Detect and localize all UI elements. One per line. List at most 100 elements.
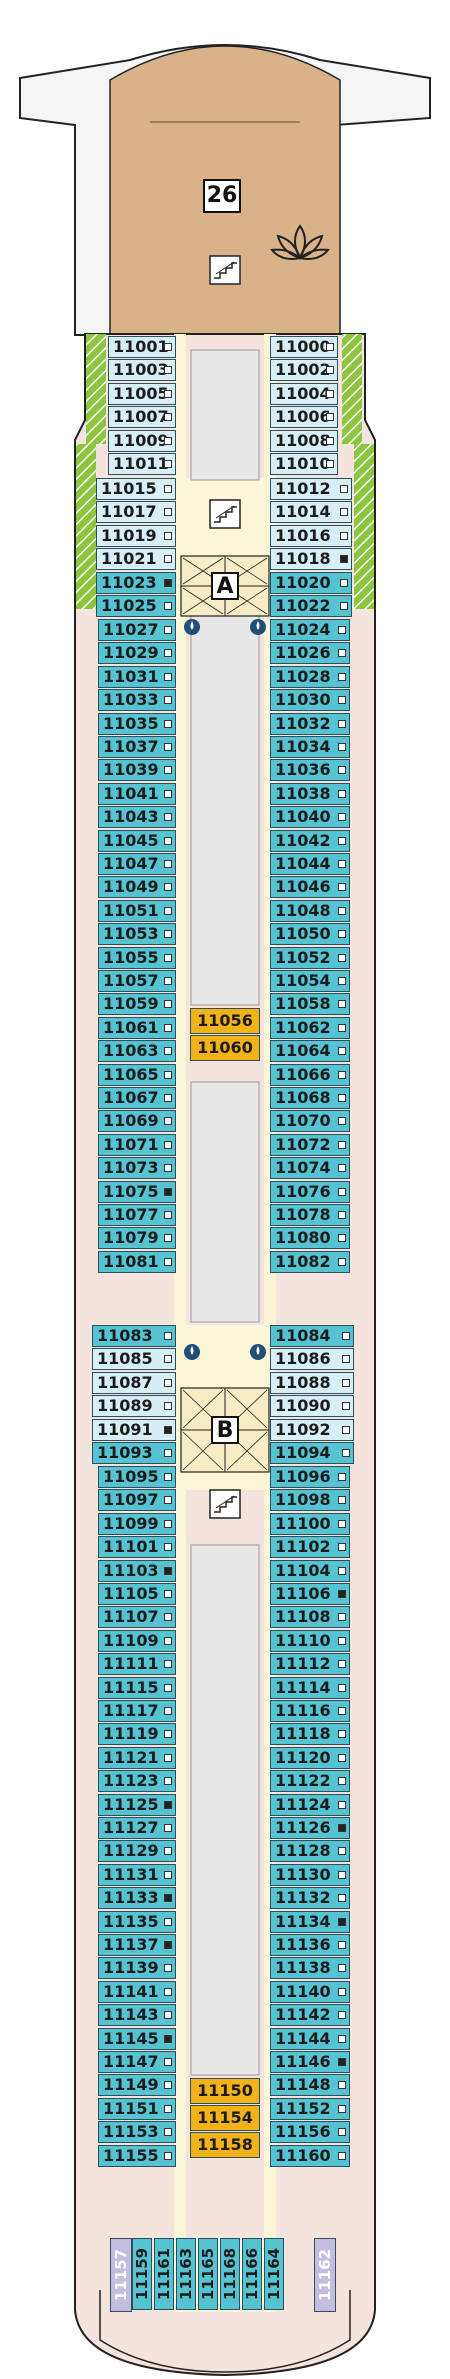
cabin-left-left-ocean[interactable]: 11001 [108, 336, 176, 358]
cabin-right-right-run1[interactable]: 11072 [270, 1133, 350, 1156]
cabin-right-right-mid-b[interactable]: 11094 [270, 1442, 354, 1464]
cabin-right-right-run2[interactable]: 11098 [270, 1489, 350, 1512]
cabin-left-left-run2[interactable]: 11139 [98, 1957, 176, 1980]
cabin-right-right-run1[interactable]: 11054 [270, 970, 350, 992]
cabin-left-left-run1[interactable]: 11077 [98, 1204, 176, 1226]
cabin-right-right-run1[interactable]: 11028 [270, 665, 350, 688]
cabin-left-left-run2[interactable]: 11131 [98, 1863, 176, 1886]
suite-cabin[interactable]: 11158 [190, 2132, 260, 2158]
cabin-right-right-ocean[interactable]: 11010 [270, 453, 338, 475]
cabin-left-left-run2[interactable]: 11119 [98, 1723, 176, 1746]
cabin-left-left-run2[interactable]: 11149 [98, 2074, 176, 2097]
cabin-right-right-run1[interactable]: 11034 [270, 736, 350, 758]
cabin-left-left-run2[interactable]: 11123 [98, 1770, 176, 1793]
cabin-right-right-run1[interactable]: 11042 [270, 829, 350, 852]
cabin-right-right-mid-a[interactable]: 11016 [270, 524, 352, 547]
stern-cabin[interactable]: 11164 [264, 2238, 284, 2310]
stern-cabin[interactable]: 11162 [314, 2238, 336, 2312]
cabin-right-right-run2[interactable]: 11140 [270, 1980, 350, 2003]
cabin-left-left-run2[interactable]: 11105 [98, 1583, 176, 1605]
cabin-left-left-run2[interactable]: 11107 [98, 1606, 176, 1629]
cabin-left-left-mid-a[interactable]: 11017 [96, 501, 176, 524]
cabin-left-left-run1[interactable]: 11055 [98, 946, 176, 969]
suite-cabin[interactable]: 11150 [190, 2078, 260, 2104]
cabin-left-left-mid-b[interactable]: 11091 [92, 1418, 176, 1441]
cabin-left-left-run2[interactable]: 11115 [98, 1676, 176, 1699]
cabin-left-left-run2[interactable]: 11127 [98, 1817, 176, 1839]
cabin-left-left-run2[interactable]: 11125 [98, 1793, 176, 1816]
cabin-right-right-run2[interactable]: 11132 [270, 1887, 350, 1910]
cabin-left-left-run1[interactable]: 11079 [98, 1227, 176, 1250]
cabin-left-left-run1[interactable]: 11073 [98, 1157, 176, 1180]
cabin-right-right-run1[interactable]: 11066 [270, 1063, 350, 1086]
cabin-left-left-run2[interactable]: 11099 [98, 1512, 176, 1535]
cabin-left-left-run2[interactable]: 11145 [98, 2027, 176, 2050]
cabin-right-right-run2[interactable]: 11128 [270, 1840, 350, 1863]
cabin-left-left-ocean[interactable]: 11011 [108, 453, 176, 475]
stern-cabin[interactable]: 11168 [220, 2238, 240, 2310]
suite-cabin[interactable]: 11060 [190, 1035, 260, 1061]
cabin-right-right-run2[interactable]: 11126 [270, 1817, 350, 1839]
cabin-left-left-run1[interactable]: 11075 [98, 1180, 176, 1203]
cabin-right-right-mid-a[interactable]: 11012 [270, 478, 352, 500]
cabin-left-left-mid-a[interactable]: 11015 [96, 478, 176, 500]
cabin-right-right-run1[interactable]: 11076 [270, 1180, 350, 1203]
stern-cabin[interactable]: 11165 [198, 2238, 218, 2310]
cabin-right-right-run2[interactable]: 11108 [270, 1606, 350, 1629]
cabin-left-left-run2[interactable]: 11155 [98, 2144, 176, 2167]
cabin-right-right-run1[interactable]: 11078 [270, 1204, 350, 1226]
cabin-left-left-run2[interactable]: 11095 [98, 1466, 176, 1488]
cabin-left-left-run1[interactable]: 11067 [98, 1087, 176, 1109]
cabin-left-left-run2[interactable]: 11147 [98, 2051, 176, 2073]
cabin-right-right-ocean[interactable]: 11002 [270, 359, 338, 382]
cabin-right-right-run1[interactable]: 11032 [270, 712, 350, 735]
cabin-left-left-mid-a[interactable]: 11025 [96, 595, 176, 617]
cabin-right-right-run1[interactable]: 11062 [270, 1016, 350, 1039]
cabin-left-left-run1[interactable]: 11041 [98, 782, 176, 805]
cabin-left-left-run1[interactable]: 11029 [98, 642, 176, 665]
cabin-left-left-run2[interactable]: 11143 [98, 2004, 176, 2027]
cabin-right-right-run2[interactable]: 11116 [270, 1700, 350, 1722]
cabin-right-right-run1[interactable]: 11044 [270, 853, 350, 875]
cabin-right-right-mid-b[interactable]: 11092 [270, 1418, 354, 1441]
cabin-right-right-run1[interactable]: 11046 [270, 876, 350, 899]
cabin-left-left-run1[interactable]: 11039 [98, 759, 176, 782]
cabin-left-left-mid-b[interactable]: 11085 [92, 1348, 176, 1371]
cabin-left-left-run2[interactable]: 11097 [98, 1489, 176, 1512]
cabin-left-left-run1[interactable]: 11063 [98, 1040, 176, 1063]
cabin-right-right-mid-b[interactable]: 11090 [270, 1395, 354, 1418]
cabin-right-right-run1[interactable]: 11040 [270, 806, 350, 829]
cabin-left-left-run2[interactable]: 11129 [98, 1840, 176, 1863]
cabin-left-left-run1[interactable]: 11027 [98, 619, 176, 641]
cabin-left-left-ocean[interactable]: 11003 [108, 359, 176, 382]
cabin-right-right-mid-a[interactable]: 11022 [270, 595, 352, 617]
cabin-right-right-run1[interactable]: 11064 [270, 1040, 350, 1063]
cabin-left-left-mid-a[interactable]: 11021 [96, 548, 176, 571]
cabin-right-right-mid-a[interactable]: 11020 [270, 571, 352, 594]
cabin-left-left-ocean[interactable]: 11005 [108, 382, 176, 405]
cabin-right-right-mid-a[interactable]: 11018 [270, 548, 352, 571]
cabin-left-left-mid-b[interactable]: 11087 [92, 1371, 176, 1394]
cabin-left-left-run2[interactable]: 11151 [98, 2097, 176, 2120]
cabin-right-right-run2[interactable]: 11100 [270, 1512, 350, 1535]
cabin-left-left-run1[interactable]: 11061 [98, 1016, 176, 1039]
cabin-right-right-run2[interactable]: 11118 [270, 1723, 350, 1746]
cabin-left-left-run2[interactable]: 11135 [98, 1910, 176, 1933]
cabin-left-left-run2[interactable]: 11153 [98, 2121, 176, 2144]
cabin-left-left-run1[interactable]: 11037 [98, 736, 176, 758]
cabin-left-left-run1[interactable]: 11043 [98, 806, 176, 829]
cabin-left-left-ocean[interactable]: 11009 [108, 429, 176, 452]
stern-cabin[interactable]: 11159 [132, 2238, 152, 2310]
cabin-left-left-run1[interactable]: 11033 [98, 689, 176, 712]
cabin-right-right-run2[interactable]: 11138 [270, 1957, 350, 1980]
cabin-right-right-run1[interactable]: 11082 [270, 1250, 350, 1273]
cabin-left-left-run1[interactable]: 11053 [98, 923, 176, 946]
stern-cabin[interactable]: 11166 [242, 2238, 262, 2310]
cabin-left-left-run1[interactable]: 11057 [98, 970, 176, 992]
cabin-right-right-mid-b[interactable]: 11088 [270, 1371, 354, 1394]
cabin-right-right-run1[interactable]: 11048 [270, 899, 350, 922]
cabin-left-left-mid-b[interactable]: 11089 [92, 1395, 176, 1418]
cabin-right-right-ocean[interactable]: 11006 [270, 406, 338, 429]
cabin-left-left-run1[interactable]: 11071 [98, 1133, 176, 1156]
cabin-left-left-run1[interactable]: 11047 [98, 853, 176, 875]
